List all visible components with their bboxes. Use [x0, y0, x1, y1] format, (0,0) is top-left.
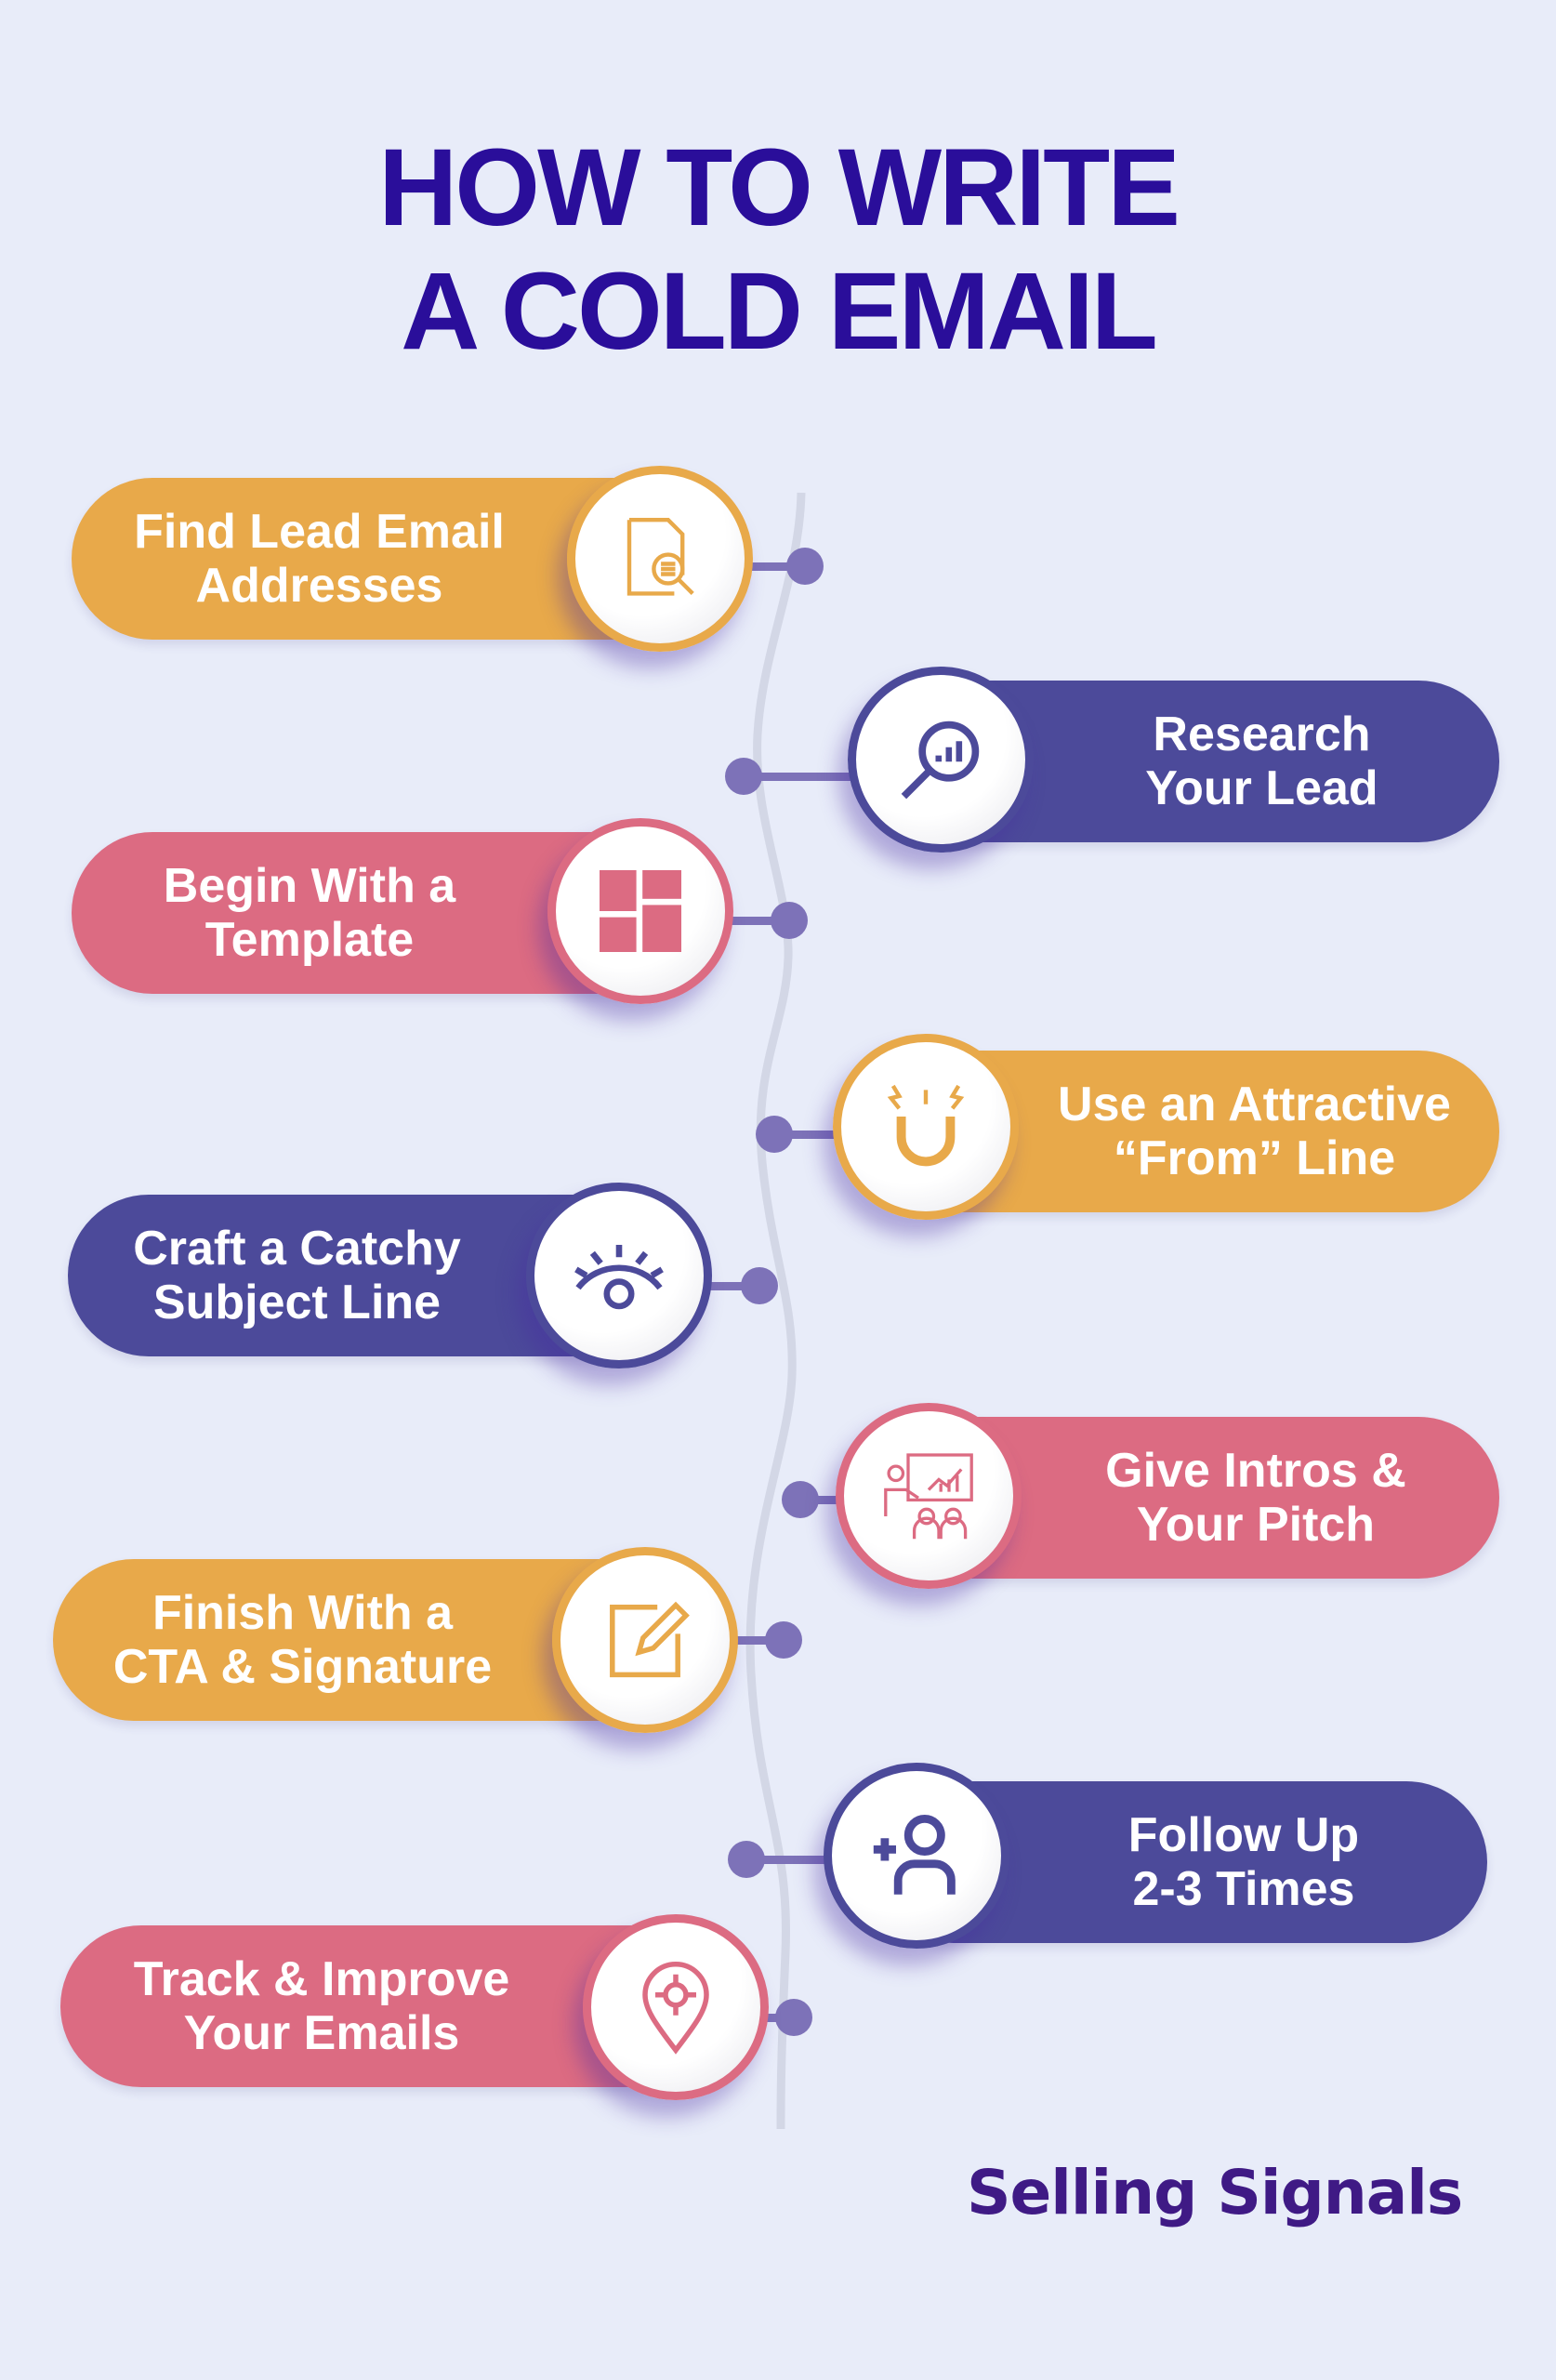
step-label: Begin With a Template [163, 859, 456, 967]
step-label: Find Lead Email Addresses [134, 505, 505, 613]
brand-logo: Selling Signals [967, 2157, 1463, 2228]
timeline-dot [782, 1481, 819, 1518]
step-label: Finish With a CTA & Signature [112, 1586, 493, 1694]
template-grid-icon [589, 860, 692, 962]
step-icon-circle [567, 466, 753, 652]
timeline-dot [765, 1621, 802, 1659]
step-icon-circle [547, 818, 733, 1004]
step-label: Follow Up 2-3 Times [1127, 1808, 1360, 1916]
location-target-icon [625, 1956, 727, 2058]
step-icon-circle [833, 1034, 1019, 1220]
step-icon-circle [824, 1763, 1009, 1949]
add-user-icon [865, 1805, 968, 1907]
title-line-1: HOW TO WRITE [378, 126, 1180, 249]
eye-icon [568, 1224, 670, 1327]
step-icon-circle [526, 1183, 712, 1368]
timeline-dot [728, 1841, 765, 1878]
step-icon-circle [583, 1914, 769, 2100]
step-label: Use an Attractive “From” Line [1058, 1078, 1451, 1185]
step-icon-circle [836, 1403, 1022, 1589]
step-label: Research Your Lead [1145, 707, 1378, 815]
timeline-dot [771, 902, 808, 939]
step-label: Give Intros & Your Pitch [1105, 1444, 1406, 1552]
edit-pencil-icon [594, 1589, 696, 1691]
chart-magnifier-icon [890, 708, 992, 811]
step-label: Craft a Catchy Subject Line [133, 1222, 461, 1329]
timeline-dot [756, 1116, 793, 1153]
timeline-dot [775, 1999, 812, 2036]
connector-line [744, 773, 941, 781]
magnet-icon [875, 1076, 977, 1178]
step-label: Track & Improve Your Emails [133, 1952, 510, 2060]
title-line-2: A COLD EMAIL [401, 250, 1158, 373]
step-icon-circle [848, 667, 1034, 853]
timeline-dot [741, 1267, 778, 1304]
step-icon-circle [552, 1547, 738, 1733]
document-search-icon [609, 508, 711, 610]
timeline-dot [725, 758, 762, 795]
presentation-icon [877, 1445, 980, 1547]
timeline-dot [786, 548, 824, 585]
